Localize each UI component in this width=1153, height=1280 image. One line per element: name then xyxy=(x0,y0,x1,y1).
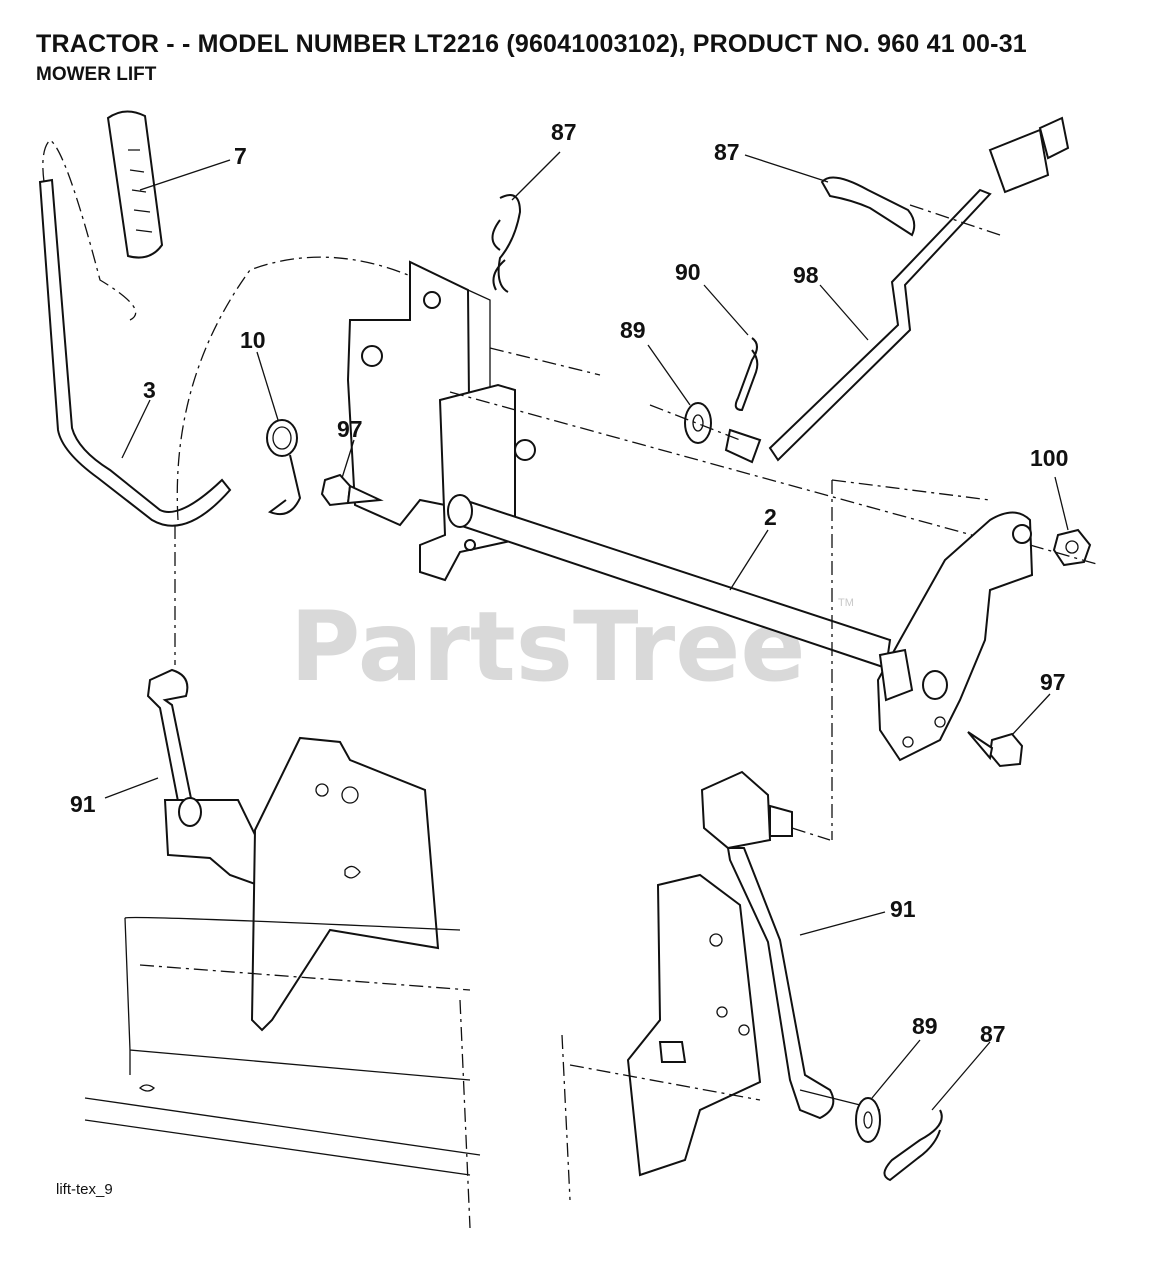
callout-91-right: 91 xyxy=(890,896,916,922)
centerline-shaft xyxy=(449,391,991,541)
callout-87-top: 87 xyxy=(551,119,577,145)
part-3-lift-handle xyxy=(38,178,232,527)
callout-87-right: 87 xyxy=(714,139,740,165)
callout-100: 100 xyxy=(1030,445,1068,471)
callout-87-bottom: 87 xyxy=(980,1021,1006,1047)
callout-10: 10 xyxy=(240,327,266,353)
centerline-shaft-lower xyxy=(489,347,601,376)
part-91-link-right xyxy=(700,770,835,1120)
part-98-lift-link xyxy=(724,116,1070,464)
callout-90: 90 xyxy=(675,259,701,285)
centerline-link xyxy=(909,204,1001,236)
centerline-handle xyxy=(42,139,137,321)
part-89-washer-top xyxy=(684,402,712,444)
leader-lines xyxy=(104,151,1069,1111)
page-subtitle: MOWER LIFT xyxy=(36,64,157,85)
centerline-nut xyxy=(1029,544,1101,566)
callout-91-left: 91 xyxy=(70,791,96,817)
part-100-nut xyxy=(1052,528,1092,567)
centerline-right-link xyxy=(791,827,831,841)
left-deck-edge xyxy=(84,916,481,1229)
callout-97-left: 97 xyxy=(337,416,363,442)
watermark-trademark: TM xyxy=(838,597,854,609)
callout-89-top: 89 xyxy=(620,317,646,343)
part-97-bolt-left xyxy=(320,473,384,507)
right-deck-bracket xyxy=(626,873,762,1177)
part-87-clip-right xyxy=(820,176,916,237)
part-87-clip-top xyxy=(491,194,522,293)
callout-3: 3 xyxy=(143,377,156,403)
centerline-right-top xyxy=(831,479,991,501)
drawing-id: lift-tex_9 xyxy=(56,1181,113,1198)
right-lift-arm xyxy=(876,511,1034,762)
callout-97-right: 97 xyxy=(1040,669,1066,695)
callout-98: 98 xyxy=(793,262,819,288)
callout-7: 7 xyxy=(234,143,247,169)
callout-2: 2 xyxy=(764,504,777,530)
part-87-clip-bottom xyxy=(883,1109,943,1182)
callout-89-bottom: 89 xyxy=(912,1013,938,1039)
left-deck-bracket xyxy=(250,736,440,1032)
part-7-handle-grip xyxy=(106,110,164,259)
page-title: TRACTOR - - MODEL NUMBER LT2216 (9604100… xyxy=(36,30,1027,58)
centerline-washer xyxy=(649,404,741,441)
part-97-bolt-right xyxy=(967,731,1024,768)
part-89-washer-bottom xyxy=(855,1097,881,1143)
part-10-spring xyxy=(266,419,302,516)
part-90-cotter-pin xyxy=(734,337,759,412)
